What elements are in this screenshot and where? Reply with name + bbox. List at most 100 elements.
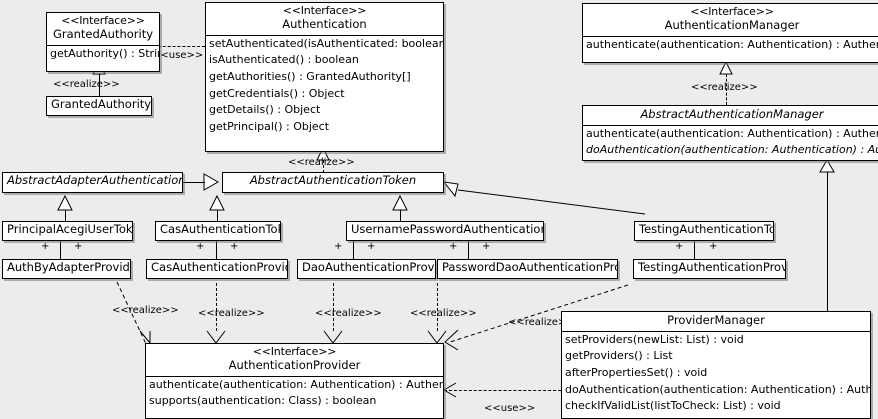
arrowhead-realize-casauthenticationprovider <box>206 330 226 344</box>
line-use-providermanager <box>444 390 561 391</box>
class-name-username-password-authentication-token: UsernamePasswordAuthenticationToken <box>351 222 543 236</box>
arrowhead-realize-authbyadapterprovider <box>139 330 151 345</box>
class-name-abstract-authentication-manager: AbstractAuthenticationManager <box>640 107 824 121</box>
class-members-provider-manager: setProviders(newList: List) : void getPr… <box>562 332 870 416</box>
stereotype-interface: <<Interface>> <box>61 14 145 27</box>
edge-label-realize-passworddao: <<realize>> <box>410 308 477 319</box>
class-header-authentication: <<Interface>> Authentication <box>206 3 443 36</box>
edge-label-realize-abstractauthenticationtoken: <<realize>> <box>288 157 355 168</box>
arrowhead-realize-abstractauthenticationmanager <box>719 60 733 75</box>
class-provider-manager[interactable]: ProviderManager setProviders(newList: Li… <box>561 311 871 419</box>
class-abstract-authentication-manager[interactable]: AbstractAuthenticationManager authentica… <box>582 105 878 161</box>
class-abstract-adapter-authentication-token[interactable]: AbstractAdapterAuthenticationToken <box>2 172 183 193</box>
member-getauthority: getAuthority() : String <box>50 46 160 60</box>
stereotype-interface: <<Interface>> <box>282 4 367 17</box>
member-supports: supports(authentication: Class) : boolea… <box>149 394 377 408</box>
assoc-plus-principalacegi-right: + <box>74 241 83 252</box>
class-testing-authentication-provider[interactable]: TestingAuthenticationProvider <box>633 259 786 279</box>
line-realize-abstractauthtoken <box>323 160 324 178</box>
class-name-authentication-provider: AuthenticationProvider <box>228 357 361 372</box>
member-getauthorities: getAuthorities() : GrantedAuthority[] <box>209 69 411 83</box>
class-password-dao-authentication-provider[interactable]: PasswordDaoAuthenticationProvider <box>437 259 618 279</box>
class-username-password-authentication-token[interactable]: UsernamePasswordAuthenticationToken <box>346 221 544 241</box>
member-isauthenticated: isAuthenticated() : boolean <box>209 53 359 67</box>
arrowhead-realize-passworddaoprovider <box>427 330 447 344</box>
member-doauthentication: doAuthentication(authentication: Authent… <box>565 382 870 396</box>
class-header-authentication-manager: <<Interface>> AuthenticationManager <box>583 4 878 37</box>
line-realize-abstractauthmanager <box>726 74 727 105</box>
member-afterpropertiesset: afterPropertiesSet() : void <box>565 366 708 379</box>
class-cas-authentication-token[interactable]: CasAuthenticationToken <box>155 221 281 241</box>
member-getproviders: getProviders() : List <box>565 349 673 363</box>
line-gen-providermanager <box>827 172 828 311</box>
class-members-authentication-manager: authenticate(authentication: Authenticat… <box>583 37 878 54</box>
assoc-plus-cas-right: + <box>230 241 239 252</box>
assoc-plus-passworddao-left: + <box>449 241 458 252</box>
line-gen-casauthenticationtoken <box>217 210 218 221</box>
assoc-plus-principalacegi-left: + <box>41 241 50 252</box>
class-principal-acegi-user-token[interactable]: PrincipalAcegiUserToken <box>2 221 133 241</box>
line-generalization-adaptertoken-seg <box>182 182 205 183</box>
arrowhead-realize-daoauthenticationprovider <box>323 330 343 344</box>
line-assoc-testingtoken-testingprovider <box>694 241 695 259</box>
arrowhead-generalization-providermanager <box>819 159 835 173</box>
arrowhead-generalization-testingtoken <box>442 181 459 198</box>
class-auth-by-adapter-provider[interactable]: AuthByAdapterProvider <box>2 259 131 279</box>
member-checkifvalidlist: checkIfValidList(listToCheck: List) : vo… <box>565 399 781 413</box>
member-authenticate: authenticate(authentication: Authenticat… <box>149 377 443 391</box>
class-name-dao-authentication-provider: DaoAuthenticationProvider <box>302 260 435 274</box>
class-name-authentication-manager: AuthenticationManager <box>664 17 800 32</box>
class-authentication-manager[interactable]: <<Interface>> AuthenticationManager auth… <box>582 3 878 63</box>
class-granted-authority[interactable]: <<Interface>> GrantedAuthority getAuthor… <box>46 12 160 72</box>
line-realize-passworddaoprovider <box>437 283 438 331</box>
line-assoc-usernamepassword-dao <box>353 241 354 259</box>
class-header-cas-authentication-provider: CasAuthenticationProvider <box>147 260 287 277</box>
member-authenticate: authenticate(authentication: Authenticat… <box>586 37 878 51</box>
edge-label-use-providermanager: <<use>> <box>484 403 536 414</box>
edge-label-use-grantedauthority: <<use>> <box>152 50 204 61</box>
assoc-plus-passworddao-right: + <box>482 241 491 252</box>
class-name-abstract-authentication-token: AbstractAuthenticationToken <box>249 173 417 187</box>
class-granted-authority-impl[interactable]: GrantedAuthorityImpl <box>46 96 152 116</box>
line-generalization-testingtoken <box>457 189 646 215</box>
class-name-auth-by-adapter-provider: AuthByAdapterProvider <box>7 260 131 274</box>
class-members-abstract-authentication-manager: authenticate(authentication: Authenticat… <box>583 126 878 159</box>
line-assoc-usernamepassword-passworddao <box>468 241 469 259</box>
class-name-password-dao-authentication-provider: PasswordDaoAuthenticationProvider <box>442 260 617 274</box>
class-authentication[interactable]: <<Interface>> Authentication setAuthenti… <box>205 2 444 152</box>
arrowhead-realize-testingprovider <box>444 329 459 351</box>
class-members-authentication: setAuthenticated(isAuthenticated: boolea… <box>206 36 443 136</box>
class-header-testing-authentication-provider: TestingAuthenticationProvider <box>634 260 785 277</box>
edge-label-realize-dao: <<realize>> <box>315 308 382 319</box>
line-realize-grantedauthorityimpl-seg <box>99 74 100 96</box>
line-realize-casprovider <box>216 283 217 331</box>
class-authentication-provider[interactable]: <<Interface>> AuthenticationProvider aut… <box>145 343 444 419</box>
class-header-password-dao-authentication-provider: PasswordDaoAuthenticationProvider <box>438 260 617 277</box>
class-name-testing-authentication-token: TestingAuthenticationToken <box>639 222 773 236</box>
class-header-granted-authority-impl: GrantedAuthorityImpl <box>47 97 151 114</box>
edge-label-realize-abstractauthenticationmanager: <<realize>> <box>691 82 758 93</box>
class-testing-authentication-token[interactable]: TestingAuthenticationToken <box>634 221 774 241</box>
class-header-granted-authority: <<Interface>> GrantedAuthority <box>47 13 159 46</box>
assoc-plus-testing-right: + <box>709 241 718 252</box>
class-header-provider-manager: ProviderManager <box>562 312 870 332</box>
assoc-plus-dao-left: + <box>334 241 343 252</box>
class-dao-authentication-provider[interactable]: DaoAuthenticationProvider <box>297 259 436 279</box>
class-name-principal-acegi-user-token: PrincipalAcegiUserToken <box>7 222 133 236</box>
class-header-cas-authentication-token: CasAuthenticationToken <box>156 222 280 239</box>
edge-label-realize-authbyadapter: <<realize>> <box>112 305 179 316</box>
class-header-abstract-authentication-token: AbstractAuthenticationToken <box>223 173 443 190</box>
line-assoc-cas-casprovider <box>216 241 217 259</box>
class-name-cas-authentication-provider: CasAuthenticationProvider <box>151 260 287 274</box>
class-cas-authentication-provider[interactable]: CasAuthenticationProvider <box>146 259 288 279</box>
edge-label-realize-grantedauthorityimpl: <<realize>> <box>53 79 120 90</box>
class-abstract-authentication-token[interactable]: AbstractAuthenticationToken <box>222 172 444 193</box>
class-members-authentication-provider: authenticate(authentication: Authenticat… <box>146 377 443 410</box>
member-setauthenticated: setAuthenticated(isAuthenticated: boolea… <box>209 36 443 50</box>
class-name-authentication: Authentication <box>282 16 367 31</box>
assoc-plus-testing-left: + <box>675 241 684 252</box>
class-header-principal-acegi-user-token: PrincipalAcegiUserToken <box>3 222 132 239</box>
class-header-authentication-provider: <<Interface>> AuthenticationProvider <box>146 344 443 377</box>
class-name-testing-authentication-provider: TestingAuthenticationProvider <box>638 260 786 274</box>
